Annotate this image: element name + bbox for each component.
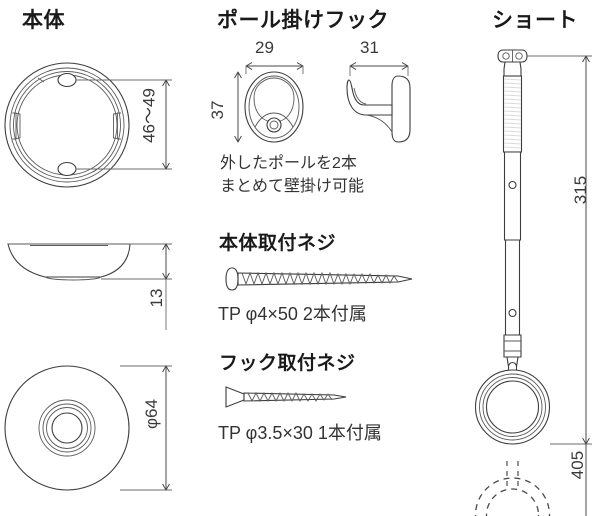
hook-side-view <box>346 62 411 143</box>
body-top-view <box>4 62 172 188</box>
hook-section-title: ポール掛けフック <box>217 9 389 32</box>
hook-front-view <box>234 62 304 143</box>
right-column-title: ショート <box>492 9 578 32</box>
dim-pole-length: 315 <box>571 175 590 205</box>
dim-body-height: 13 <box>147 288 166 308</box>
dim-body-diameter: φ64 <box>142 399 161 429</box>
left-column-title: 本体 <box>22 9 65 32</box>
body-side-view <box>7 243 172 330</box>
hook-mounting-screw-illustration <box>225 386 347 408</box>
hook-screw-spec: TP φ3.5×30 1本付属 <box>218 423 382 443</box>
hook-note-line-2: まとめて壁掛け可能 <box>220 178 365 195</box>
dim-hook-height-front: 37 <box>208 100 227 120</box>
body-screw-spec: TP φ4×50 2本付属 <box>218 304 367 324</box>
dim-pole-drop: 405 <box>568 450 587 480</box>
body-screw-title: 本体取付ネジ <box>219 233 337 254</box>
body-mounting-screw-illustration <box>225 267 413 291</box>
hook-note-line-1: 外したポールを2本 <box>220 155 357 172</box>
body-bottom-view <box>4 365 172 491</box>
hook-screw-title: フック取付ネジ <box>219 353 356 374</box>
dim-hook-width-side: 31 <box>360 38 379 57</box>
pole-assembly-view <box>474 49 592 516</box>
dim-hook-width-front: 29 <box>255 38 274 57</box>
dim-hole-spacing: 46〜49 <box>139 88 159 143</box>
